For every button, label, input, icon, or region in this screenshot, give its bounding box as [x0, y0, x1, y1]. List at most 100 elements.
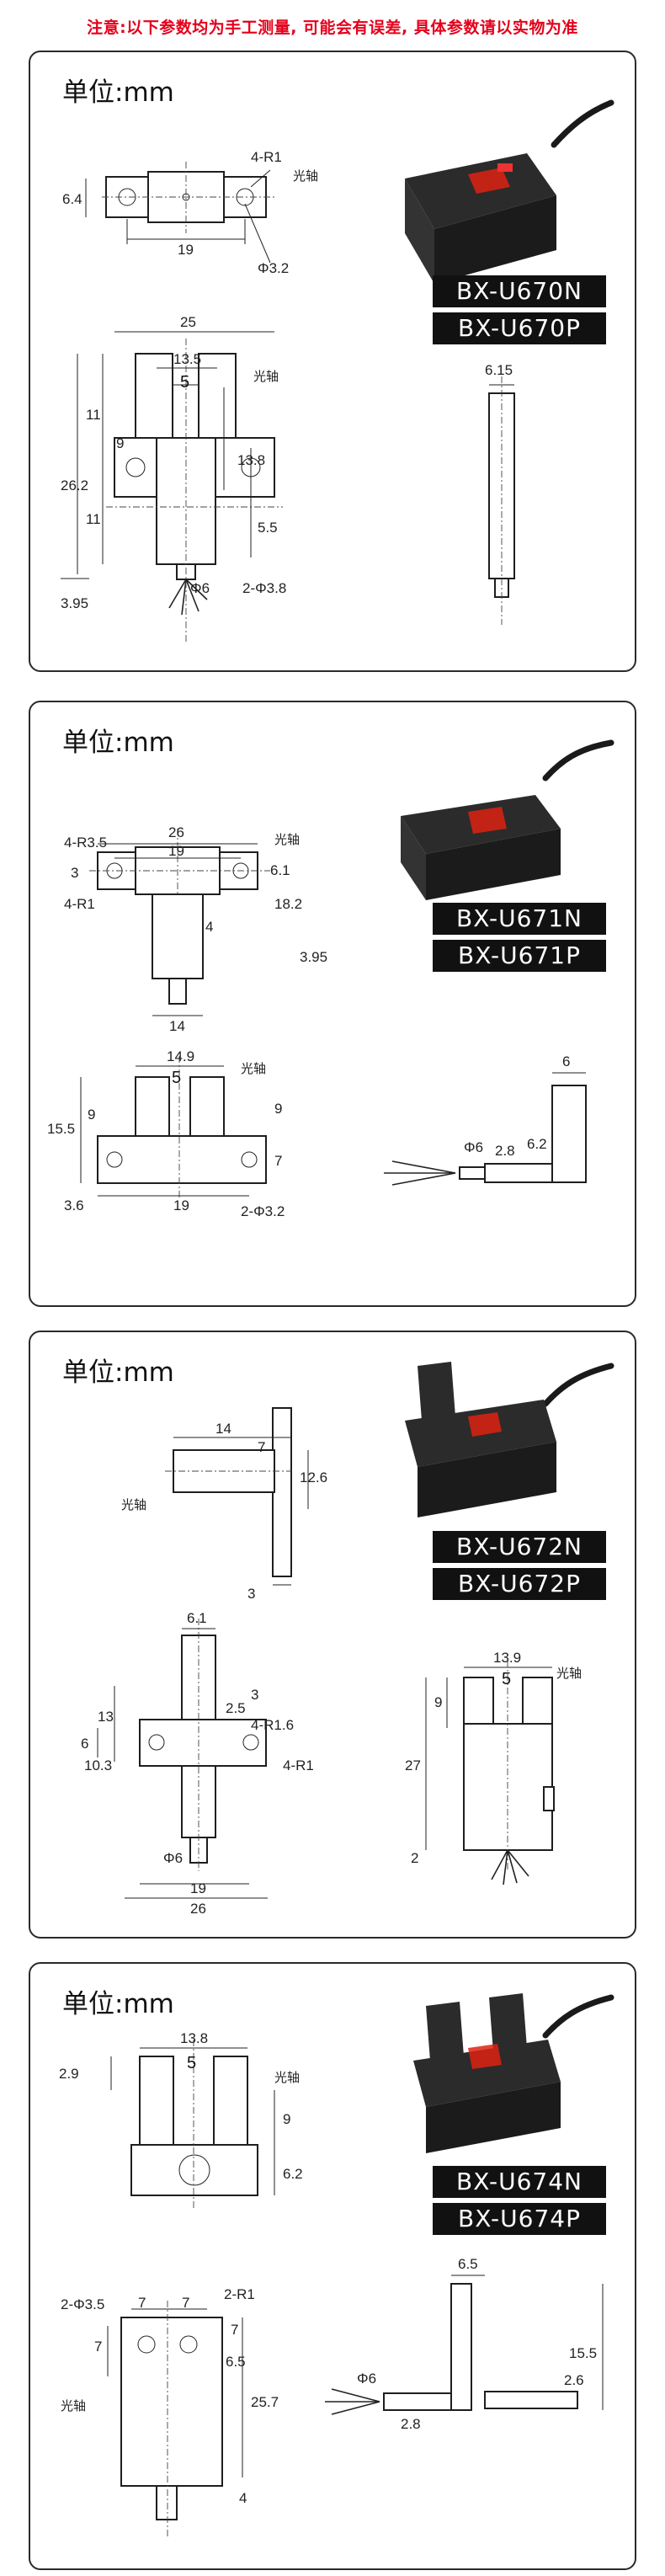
- dim-w135: 13.5: [173, 351, 201, 367]
- dim-top-r: 4-R1: [251, 149, 282, 165]
- dim-h182: 18.2: [274, 896, 302, 912]
- side-view: [384, 1072, 587, 1186]
- dim-h13: 13: [98, 1709, 114, 1725]
- dim-r35: 4-R3.5: [64, 835, 107, 851]
- dim-w138: 13.8: [180, 2030, 208, 2046]
- model-n: BX-U670N: [433, 275, 606, 307]
- dim-w25: 25: [180, 314, 196, 330]
- dim-axis: 光轴: [121, 1497, 146, 1512]
- dim-h7b: 7: [231, 2322, 238, 2338]
- dim-h103: 10.3: [84, 1757, 112, 1773]
- product-photo: [405, 1362, 614, 1517]
- dim-w14: 14: [169, 1018, 185, 1034]
- dim-axis2: 光轴: [241, 1061, 266, 1076]
- side-view: [488, 376, 515, 625]
- dim-h65: 6.5: [226, 2354, 246, 2370]
- dim-axis: 光轴: [274, 2070, 300, 2085]
- model-p: BX-U674P: [433, 2203, 606, 2235]
- dim-axis2: 光轴: [61, 2398, 86, 2413]
- dim-h138: 13.8: [237, 452, 265, 468]
- dim-h29: 2.9: [59, 2066, 79, 2082]
- notice-banner: 注意:以下参数均为手工测量, 可能会有误差, 具体参数请以实物为准: [87, 19, 578, 37]
- dim-h6: 6: [81, 1736, 88, 1752]
- dim-axis2: 光轴: [556, 1666, 582, 1681]
- dim-w61: 6.1: [187, 1610, 207, 1626]
- dim-phi6: Φ6: [464, 1139, 483, 1155]
- panel-bx-u671: 单位:mm 4-R3.5 26 19 光轴 3 6.1 4-R1: [29, 701, 636, 1307]
- dim-w19b: 19: [173, 1197, 189, 1213]
- dim-phi6: Φ6: [190, 580, 210, 596]
- dim-w7a: 7: [138, 2295, 146, 2311]
- dim-r16: 4-R1.6: [251, 1717, 294, 1733]
- dim-h7a: 7: [94, 2339, 102, 2355]
- dim-h257: 25.7: [251, 2394, 279, 2410]
- dim-h61: 6.1: [270, 862, 290, 878]
- front-view: [61, 331, 283, 642]
- drawing-u670: 6.4 4-R1 光轴 19 Φ3.2: [61, 99, 614, 642]
- model-n: BX-U674N: [433, 2166, 606, 2198]
- product-photo: [401, 739, 614, 900]
- top-view: [89, 829, 270, 1016]
- dim-w3: 3: [247, 1586, 255, 1602]
- dim-w25: 2.5: [226, 1700, 246, 1716]
- model-p: BX-U671P: [433, 940, 606, 972]
- dim-w14: 14: [215, 1421, 231, 1437]
- front-view: [80, 1056, 267, 1199]
- dim-h3: 3: [71, 865, 78, 881]
- dim-h7: 7: [274, 1153, 282, 1169]
- dim-side155: 15.5: [569, 2345, 597, 2361]
- dim-h2: 2: [411, 1850, 418, 1866]
- dim-holes: 2-Φ3.5: [61, 2296, 104, 2312]
- dim-w7: 7: [258, 1439, 265, 1455]
- dim-w7b: 7: [182, 2295, 189, 2311]
- dim-side395: 3.95: [61, 595, 88, 611]
- dim-side615: 6.15: [485, 362, 513, 378]
- dim-w5: 5: [180, 373, 189, 392]
- dim-w4: 4: [205, 919, 213, 935]
- dim-w19: 19: [190, 1880, 206, 1896]
- dim-r1: 4-R1: [64, 896, 95, 912]
- drawing-u674: 13.8 5 光轴 2.9 9 6.2 2-Φ3.5 7 7 2-R1 7 7 …: [59, 1993, 614, 2536]
- drawing-u671: 4-R3.5 26 19 光轴 3 6.1 4-R1 4 18.2 3.95 1…: [47, 739, 614, 1219]
- dim-w3b: 3: [251, 1687, 258, 1703]
- dim-side65: 6.5: [458, 2256, 478, 2272]
- top-view: [110, 2040, 275, 2208]
- dim-h55: 5.5: [258, 520, 278, 536]
- dim-w5: 5: [187, 2054, 196, 2072]
- dim-holes: 2-Φ3.2: [241, 1203, 285, 1219]
- dim-h9b: 9: [274, 1101, 282, 1117]
- unit-label: 单位:mm: [62, 1989, 174, 2019]
- panel-bx-u674: 单位:mm 13.8 5 光轴 2.9 9 6.2: [29, 1962, 636, 2570]
- dim-phi6: Φ6: [163, 1850, 183, 1866]
- product-photo: [413, 1993, 614, 2153]
- dim-side28: 2.8: [401, 2416, 421, 2432]
- model-n: BX-U671N: [433, 903, 606, 935]
- dim-h126: 12.6: [300, 1469, 327, 1485]
- dim-side62: 6.2: [527, 1136, 547, 1152]
- dim-phi6: Φ6: [357, 2371, 376, 2387]
- dim-h62: 6.2: [283, 2166, 303, 2182]
- dim-h9: 9: [116, 435, 124, 451]
- model-p: BX-U670P: [433, 312, 606, 344]
- top-view: [165, 1407, 309, 1586]
- dim-w26: 26: [168, 824, 184, 840]
- dim-w4: 4: [239, 2490, 247, 2506]
- front-view: [97, 1619, 268, 1899]
- dim-h262: 26.2: [61, 477, 88, 493]
- dim-h11b: 11: [86, 511, 101, 527]
- dim-r1: 4-R1: [283, 1757, 314, 1773]
- dim-h395: 3.95: [300, 949, 327, 965]
- model-p: BX-U672P: [433, 1568, 606, 1600]
- front-view: [107, 2301, 243, 2536]
- dim-w36: 3.6: [64, 1197, 84, 1213]
- dim-w149: 14.9: [167, 1048, 194, 1064]
- dim-w19: 19: [168, 843, 184, 859]
- dim-top-w: 19: [178, 242, 194, 258]
- dim-w5b: 5: [502, 1670, 511, 1688]
- dim-h27: 27: [405, 1757, 421, 1773]
- side-view: [325, 2275, 604, 2415]
- panel-bx-u672: 单位:mm 14 7 12.6 光轴 3: [29, 1331, 636, 1939]
- side-view: [425, 1661, 555, 1885]
- dim-top-axis: 光轴: [293, 168, 318, 184]
- panel-bx-u670: 单位:mm 6.4 4-R1 光轴: [29, 51, 636, 672]
